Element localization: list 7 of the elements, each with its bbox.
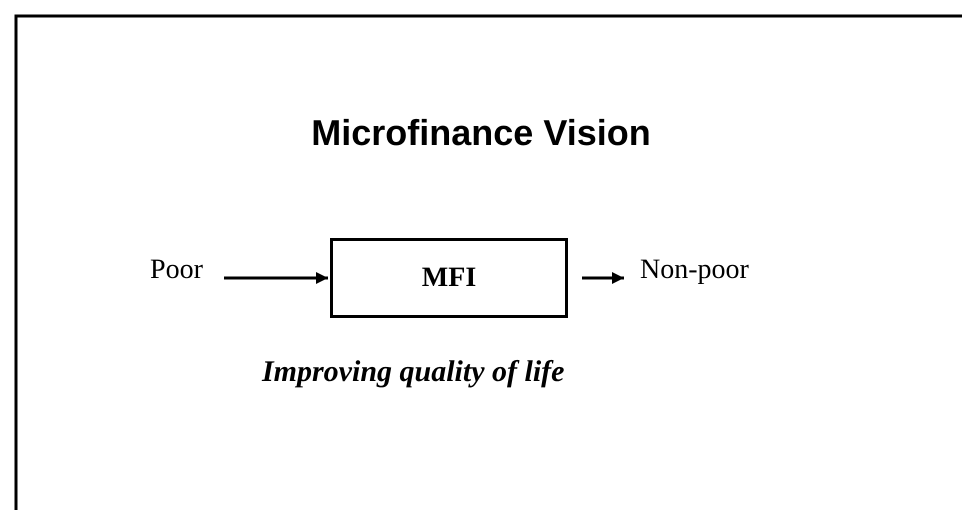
arrow [582, 272, 624, 284]
subtitle: Improving quality of life [262, 355, 564, 389]
arrow [224, 272, 328, 284]
node-label: Non-poor [640, 254, 749, 286]
process-box: MFI [330, 238, 568, 318]
node-label: Poor [150, 254, 203, 286]
title: Microfinance Vision [311, 112, 651, 153]
